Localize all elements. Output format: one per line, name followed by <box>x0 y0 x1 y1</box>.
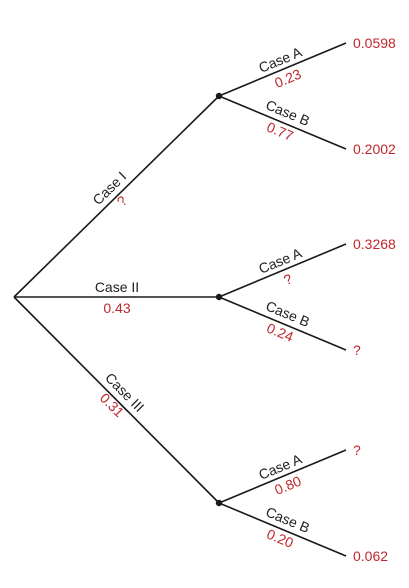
branch-case-i-a <box>218 42 347 97</box>
outcome-case-i-b: 0.2002 <box>353 141 396 157</box>
node-case-ii <box>215 293 223 301</box>
branch-case-i-b <box>218 95 347 150</box>
prob-case-ii: 0.43 <box>103 300 130 316</box>
node-case-i <box>215 92 223 100</box>
branch-case-iii-a <box>218 449 347 504</box>
outcome-case-iii-b: 0.062 <box>353 548 388 564</box>
outcome-case-ii-b: ? <box>353 342 361 358</box>
label-case-ii: Case II <box>95 279 139 295</box>
branch-case-i <box>13 95 220 298</box>
branch-case-ii-a <box>218 243 347 298</box>
outcome-case-ii-a: 0.3268 <box>353 236 396 252</box>
branch-case-ii-b <box>218 296 347 351</box>
outcome-case-i-a: 0.0598 <box>353 35 396 51</box>
branch-case-iii-b <box>218 502 347 557</box>
outcome-case-iii-a: ? <box>353 442 361 458</box>
node-case-iii <box>215 499 223 507</box>
prob-case-i: ? <box>114 192 131 209</box>
prob-case-ii-a: ? <box>281 270 295 288</box>
branch-case-iii <box>13 296 220 504</box>
